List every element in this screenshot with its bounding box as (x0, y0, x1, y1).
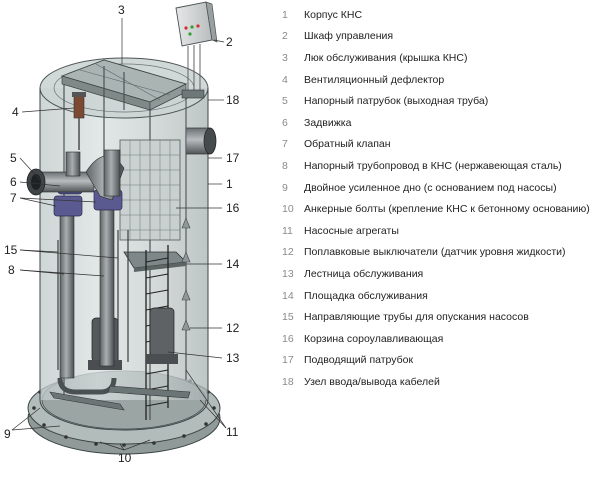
legend-item: 2 Шкаф управления (282, 26, 604, 48)
legend-text: Подводящий патрубок (304, 354, 414, 367)
legend-text: Корзина сороулавливающая (304, 332, 444, 345)
legend-number: 8 (282, 159, 288, 172)
callout-14: 14 (226, 257, 240, 271)
legend-item: 3 Люк обслуживания (крышка КНС) (282, 47, 604, 69)
callout-15: 15 (4, 243, 18, 257)
callout-2: 2 (226, 35, 233, 49)
callout-11: 11 (226, 425, 239, 439)
legend-text: Анкерные болты (крепление КНС к бетонном… (304, 203, 590, 216)
callout-18: 18 (226, 93, 240, 107)
trash-basket (119, 139, 181, 241)
legend-number: 16 (282, 332, 294, 345)
inlet-pipe (185, 127, 217, 155)
callout-numbers: 3 2 4 5 6 7 15 8 9 10 11 18 17 1 16 14 1… (4, 3, 240, 465)
legend-number: 15 (282, 311, 294, 324)
legend-item: 11 Насосные агрегаты (282, 220, 604, 242)
legend-item: 9 Двойное усиленное дно (с основанием под… (282, 177, 604, 199)
outlet-pipe (26, 149, 125, 201)
legend-item: 1 Корпус КНС (282, 4, 604, 26)
legend-number: 18 (282, 375, 294, 388)
callout-17: 17 (226, 151, 240, 165)
legend-text: Корпус КНС (304, 8, 363, 21)
control-cabinet (175, 1, 218, 92)
legend-number: 11 (282, 224, 293, 237)
kns-diagram: 3 2 4 5 6 7 15 8 9 10 11 18 17 1 16 14 1… (4, 1, 240, 465)
floor-frame (49, 385, 191, 411)
legend-text: Шкаф управления (304, 30, 394, 43)
legend-item: 6 Задвижка (282, 112, 604, 134)
legend-number: 5 (282, 95, 288, 108)
legend-number: 9 (282, 181, 288, 194)
callout-10: 10 (118, 451, 132, 465)
legend-number: 4 (282, 73, 288, 86)
legend-item: 4 Вентиляционный дефлектор (282, 69, 604, 91)
legend-text: Площадка обслуживания (304, 289, 428, 302)
legend-item: 15 Направляющие трубы для опускания насос… (282, 306, 604, 328)
legend-item: 5 Напорный патрубок (выходная труба) (282, 90, 604, 112)
callout-1: 1 (226, 177, 233, 191)
callout-6: 6 (10, 175, 17, 189)
legend-item: 17 Подводящий патрубок (282, 350, 604, 372)
legend-number: 12 (282, 246, 294, 259)
legend-item: 7 Обратный клапан (282, 134, 604, 156)
callout-16: 16 (226, 201, 240, 215)
callout-3: 3 (118, 3, 125, 17)
legend-number: 3 (282, 51, 288, 64)
legend-text: Направляющие трубы для опускания насосов (304, 311, 529, 324)
legend-number: 10 (282, 203, 294, 216)
legend-text: Напорный трубопровод в КНС (нержавеющая … (304, 159, 562, 172)
callout-5: 5 (10, 151, 17, 165)
legend-number: 1 (282, 8, 288, 21)
legend-text: Вентиляционный дефлектор (304, 73, 445, 86)
cable-entry-node (181, 89, 205, 99)
legend-text: Обратный клапан (304, 138, 391, 151)
legend-number: 2 (282, 30, 288, 43)
legend-text: Напорный патрубок (выходная труба) (304, 95, 489, 108)
ventilation-deflector (72, 92, 86, 150)
legend-text: Люк обслуживания (крышка КНС) (304, 51, 468, 64)
legend-item: 18 Узел ввода/вывода кабелей (282, 371, 604, 393)
callout-9: 9 (4, 427, 11, 441)
legend-item: 10 Анкерные болты (крепление КНС к бетонн… (282, 198, 604, 220)
legend-number: 14 (282, 289, 294, 302)
float-switches (181, 100, 191, 331)
callout-12: 12 (226, 321, 240, 335)
callout-13: 13 (226, 351, 240, 365)
legend-item: 16 Корзина сороулавливающая (282, 328, 604, 350)
legend-number: 17 (282, 354, 294, 367)
legend-number: 13 (282, 267, 294, 280)
legend-number: 7 (282, 138, 288, 151)
legend-list: 1 Корпус КНС 2 Шкаф управления 3 Люк обслужив… (282, 4, 604, 393)
legend-item: 8 Напорный трубопровод в КНС (нержавеющая… (282, 155, 604, 177)
legend-item: 14 Площадка обслуживания (282, 285, 604, 307)
legend-text: Поплавковые выключатели (датчик уровня ж… (304, 246, 566, 259)
leader-lines (11, 18, 227, 451)
legend-text: Насосные агрегаты (304, 224, 399, 237)
legend-number: 6 (282, 116, 288, 129)
callout-7: 7 (10, 191, 17, 205)
legend-text: Лестница обслуживания (304, 267, 424, 280)
legend-text: Узел ввода/вывода кабелей (304, 375, 440, 388)
callout-4: 4 (12, 105, 19, 119)
legend-item: 12 Поплавковые выключатели (датчик уровня… (282, 242, 604, 264)
legend-text: Двойное усиленное дно (с основанием под … (304, 181, 557, 194)
legend-text: Задвижка (304, 116, 352, 129)
legend-item: 13 Лестница обслуживания (282, 263, 604, 285)
pressure-pipelines (57, 195, 117, 395)
callout-8: 8 (8, 263, 15, 277)
